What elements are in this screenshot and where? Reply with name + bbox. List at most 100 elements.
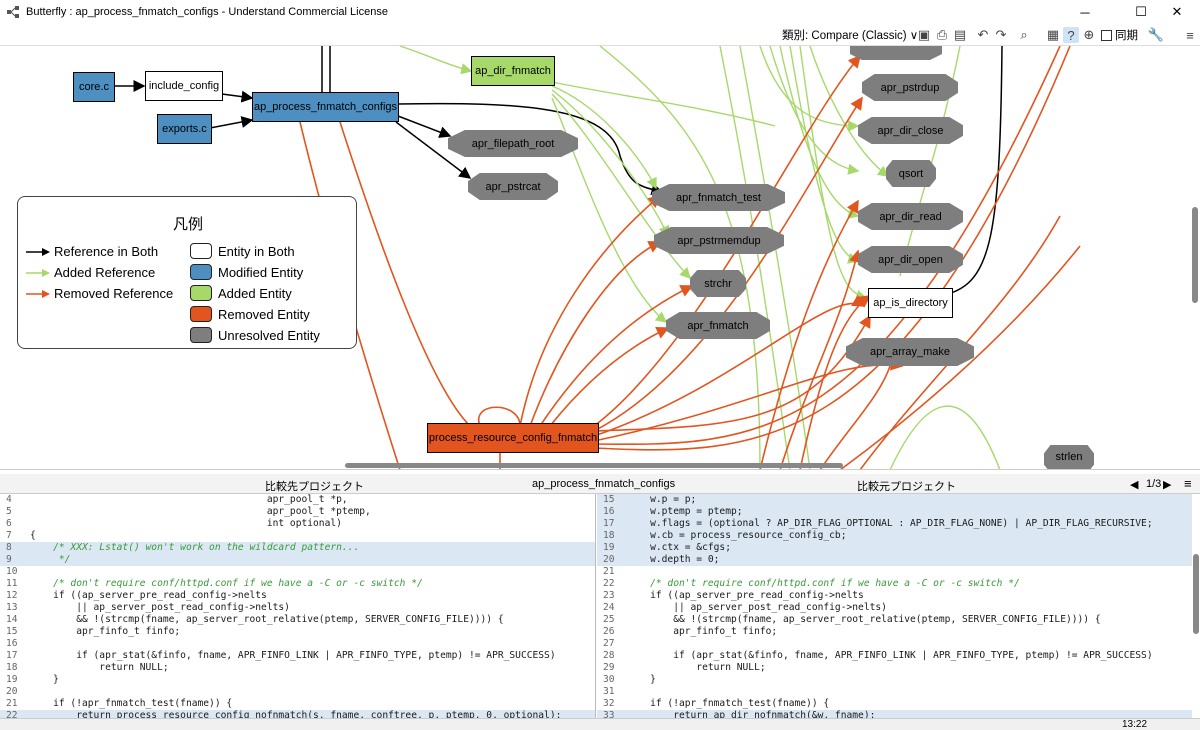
diff-view[interactable]: 4 apr_pool_t *p,5 apr_pool_t *ptemp,6 in… [0, 494, 1200, 718]
redo-icon[interactable]: ↷ [995, 27, 1007, 42]
line-text: w.ctx = &cfgs; [627, 542, 731, 553]
line-text: return NULL; [30, 662, 169, 673]
left-project-title: 比較先プロジェクト [265, 481, 364, 493]
next-diff-icon[interactable]: ▶ [1163, 479, 1172, 491]
line-number: 9 [6, 554, 12, 565]
legend-ref-removed-label: Removed Reference [54, 286, 174, 301]
line-text: apr_finfo_t finfo; [30, 626, 181, 637]
line-text: /* don't require conf/httpd.conf if we h… [30, 578, 423, 589]
line-number: 17 [603, 518, 615, 529]
right-code-pane[interactable]: 15 w.p = p;16 w.ptemp = ptemp;17 w.flags… [597, 494, 1192, 718]
node-apr-fnmatch[interactable]: apr_fnmatch [666, 312, 770, 339]
close-button[interactable]: ✕ [1171, 4, 1183, 19]
graph-vertical-scrollbar[interactable] [1192, 207, 1198, 303]
legend-ent-both-label: Entity in Both [218, 243, 295, 259]
node-apr-array-make[interactable]: apr_array_make [846, 338, 974, 366]
diff-entity-title: ap_process_fnmatch_configs [532, 478, 676, 490]
node-apr-pstrdup[interactable]: apr_pstrdup [862, 74, 958, 101]
line-number: 27 [603, 638, 615, 649]
line-text: /* XXX: Lstat() won't work on the wildca… [30, 542, 360, 553]
node-apr-pstrcat[interactable]: apr_pstrcat [468, 173, 558, 200]
line-number: 18 [603, 530, 615, 541]
line-number: 19 [6, 674, 18, 685]
line-number: 19 [603, 542, 615, 553]
undo-icon[interactable]: ↶ [977, 27, 989, 42]
minimize-button[interactable]: ─ [1080, 4, 1090, 20]
node-apr-dir-read[interactable]: apr_dir_read [858, 203, 963, 230]
node-ap-process-fnmatch-configs[interactable]: ap_process_fnmatch_configs [252, 92, 399, 122]
line-text: if (!apr_fnmatch_test(fname)) { [30, 698, 233, 709]
node-core-c[interactable]: core.c [73, 72, 115, 102]
node-exports-c[interactable]: exports.c [157, 114, 212, 144]
legend-ref-added-label: Added Reference [54, 265, 156, 280]
right-project-title: 比較元プロジェクト [857, 481, 956, 493]
help-icon[interactable]: ? [1063, 27, 1079, 43]
legend-ent-removed: Removed Entity [190, 306, 310, 322]
left-code-pane[interactable]: 4 apr_pool_t *p,5 apr_pool_t *ptemp,6 in… [0, 494, 596, 718]
maximize-button[interactable]: ☐ [1135, 4, 1147, 19]
line-text: && !(strcmp(fname, ap_server_root_relati… [627, 614, 1101, 625]
legend-ent-unresolved-label: Unresolved Entity [218, 327, 320, 343]
menu-icon[interactable]: ≡ [1186, 27, 1194, 43]
taskbar: 13:22 [0, 718, 1200, 730]
line-number: 11 [6, 578, 18, 589]
code-line: 19 w.ctx = &cfgs; [597, 542, 1192, 554]
zoom-in-icon[interactable]: ⊕ [1083, 27, 1095, 42]
line-text: if ((ap_server_pre_read_config->nelts [30, 590, 267, 601]
code-line: 11 /* don't require conf/httpd.conf if w… [0, 578, 595, 590]
graph-horizontal-scrollbar[interactable] [345, 463, 843, 468]
zoom-icon[interactable]: ⌕ [1020, 27, 1028, 42]
code-line: 17 if (apr_stat(&finfo, fname, APR_FINFO… [0, 650, 595, 662]
save-icon[interactable]: ▤ [953, 27, 967, 42]
sync-checkbox[interactable]: 同期 [1101, 26, 1138, 44]
node-apr-pstrmemdup[interactable]: apr_pstrmemdup [654, 227, 784, 254]
node-process-resource-config-fnmatch[interactable]: process_resource_config_fnmatch [427, 423, 599, 453]
code-line: 4 apr_pool_t *p, [0, 494, 595, 506]
code-line: 33 return ap_dir_nofnmatch(&w, fname); [597, 710, 1192, 718]
node-strlen[interactable]: strlen [1044, 445, 1094, 469]
line-text: if (apr_stat(&finfo, fname, APR_FINFO_LI… [30, 650, 556, 661]
legend-ent-both: Entity in Both [190, 243, 295, 259]
legend-ent-added-label: Added Entity [218, 285, 292, 301]
line-number: 8 [6, 542, 12, 553]
node-apr-filepath-root[interactable]: apr_filepath_root [448, 130, 578, 157]
node-apr-dir-open[interactable]: apr_dir_open [858, 246, 963, 273]
orange-arrow-icon [26, 289, 50, 298]
code-line: 7{ [0, 530, 595, 542]
green-swatch [190, 285, 212, 301]
line-text: } [627, 674, 656, 685]
code-line: 14 && !(strcmp(fname, ap_server_root_rel… [0, 614, 595, 626]
node-ap-is-directory[interactable]: ap_is_directory [868, 288, 953, 318]
print-icon[interactable]: ⎙ [936, 27, 948, 42]
checkbox-icon[interactable] [1101, 29, 1112, 41]
diff-vertical-scrollbar[interactable] [1193, 554, 1199, 634]
node-apr-dir-close[interactable]: apr_dir_close [858, 117, 963, 144]
diff-menu-icon[interactable]: ≡ [1184, 476, 1192, 491]
map-icon[interactable]: ▦ [1046, 27, 1060, 42]
settings-icon[interactable]: 🔧 [1147, 27, 1165, 42]
category-select[interactable]: 類別: Compare (Classic) ∨ [782, 30, 919, 42]
line-number: 32 [603, 698, 615, 709]
node-apr-top-partial[interactable] [850, 46, 942, 60]
line-number: 21 [603, 566, 615, 577]
node-strchr[interactable]: strchr [690, 270, 746, 297]
node-ap-dir-fnmatch[interactable]: ap_dir_fnmatch [471, 56, 555, 86]
node-apr-fnmatch-test[interactable]: apr_fnmatch_test [652, 184, 785, 211]
butterfly-graph[interactable]: core.c include_config ap_process_fnmatch… [0, 46, 1200, 470]
line-text: w.flags = (optional ? AP_DIR_FLAG_OPTION… [627, 518, 1153, 529]
node-include-config[interactable]: include_config [145, 71, 223, 101]
orange-swatch [190, 306, 212, 322]
line-number: 14 [6, 614, 18, 625]
line-number: 24 [603, 602, 615, 613]
prev-diff-icon[interactable]: ◀ [1130, 479, 1139, 491]
code-line: 20 w.depth = 0; [597, 554, 1192, 566]
node-qsort[interactable]: qsort [886, 160, 936, 187]
legend-ref-added: Added Reference [26, 265, 155, 280]
line-number: 31 [603, 686, 615, 697]
code-line: 15 w.p = p; [597, 494, 1192, 506]
legend-ent-unresolved: Unresolved Entity [190, 327, 320, 343]
copy-icon[interactable]: ▣ [917, 27, 931, 42]
line-text: apr_pool_t *ptemp, [30, 506, 371, 517]
code-line: 5 apr_pool_t *ptemp, [0, 506, 595, 518]
clock: 13:22 [1122, 719, 1148, 730]
